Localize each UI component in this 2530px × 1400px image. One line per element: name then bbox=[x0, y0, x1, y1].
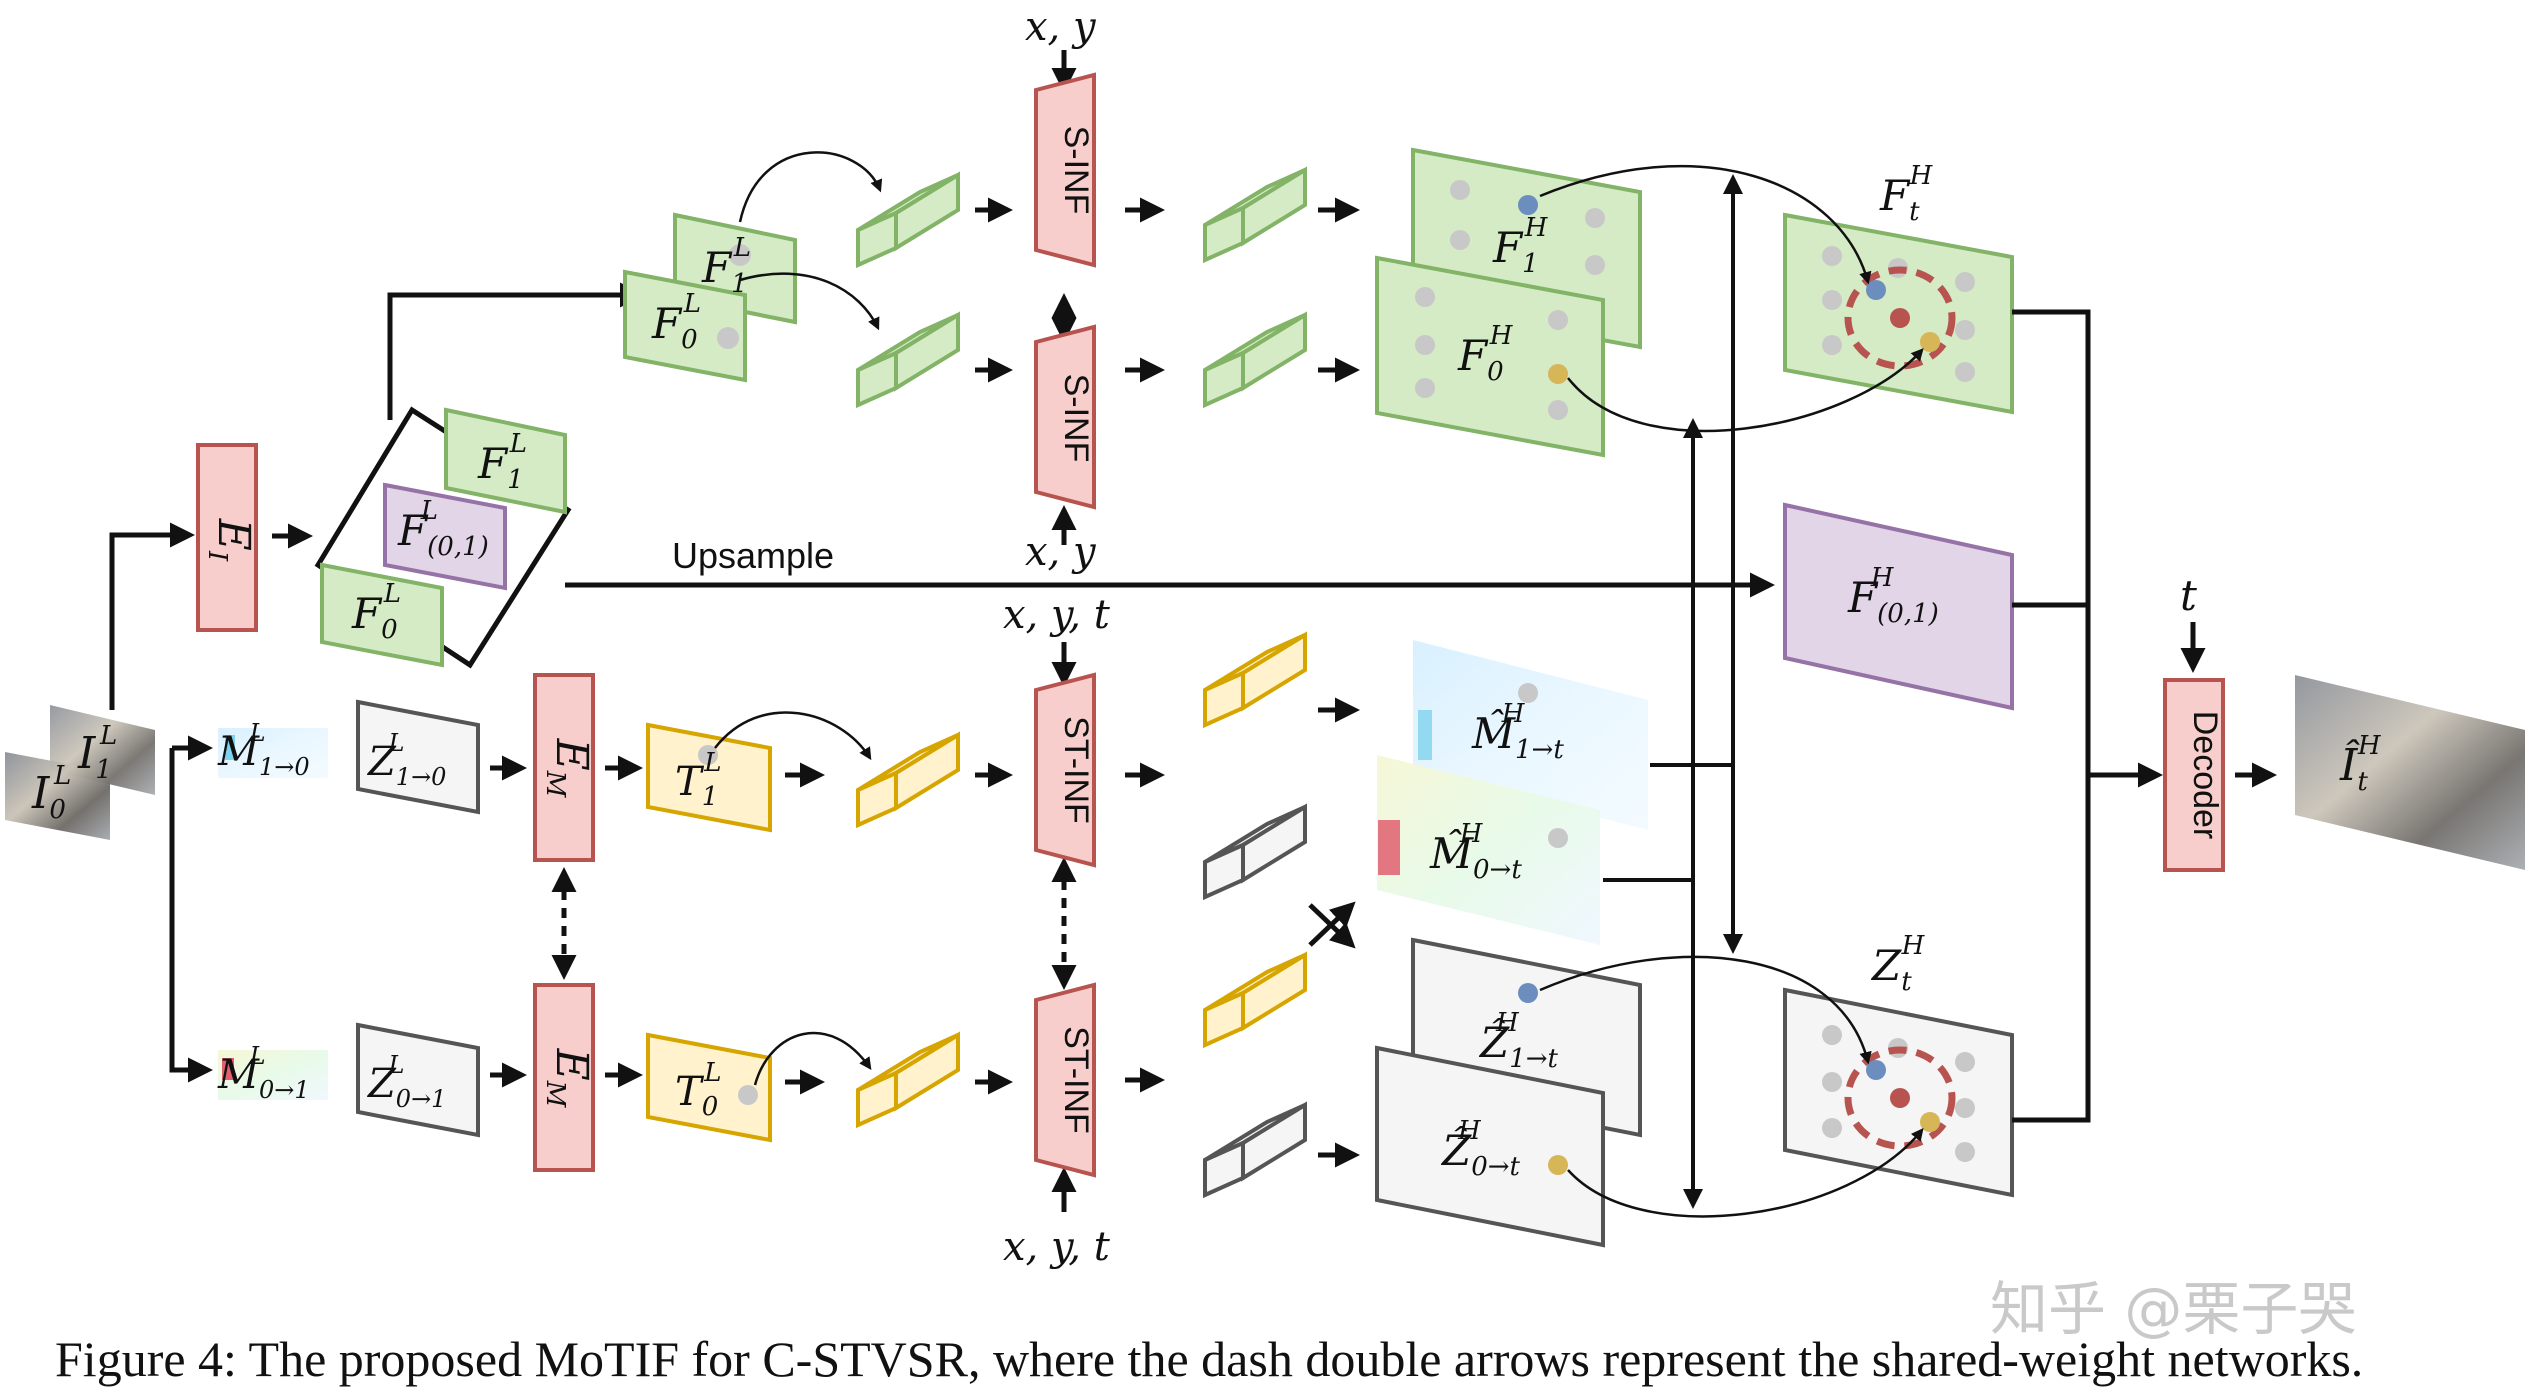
svg-text:ST-INF: ST-INF bbox=[1057, 716, 1095, 824]
label-f01l: F(0,1)L bbox=[397, 496, 489, 562]
svg-text:EM: EM bbox=[540, 1048, 597, 1109]
label-it: ÎtH bbox=[2339, 731, 2382, 797]
stacked-low-res-features bbox=[623, 212, 797, 383]
label-mh1t: M̂1→tH bbox=[1471, 699, 1564, 765]
fusion-curves-top bbox=[1539, 165, 1924, 433]
motion-encoder-em-1: EM bbox=[533, 673, 597, 862]
query-xyt-bottom: x, y, t bbox=[1003, 1224, 1111, 1270]
label-z01: Z0→1L bbox=[366, 1051, 446, 1113]
cuboids-green bbox=[856, 166, 1307, 409]
motion-latent-z10 bbox=[356, 699, 480, 815]
low-res-feature-group bbox=[314, 406, 572, 669]
top-stream-arrows bbox=[975, 50, 1360, 545]
fused-latent-zth bbox=[1783, 987, 2014, 1198]
label-mh0t: M̂0→tH bbox=[1429, 819, 1522, 885]
flow-m10-thumb bbox=[218, 728, 328, 778]
flow-bus-lines bbox=[1603, 174, 1743, 1209]
label-i1l: I1L bbox=[77, 721, 117, 785]
image-encoder-ei: EI bbox=[196, 443, 259, 632]
time-input-t: t bbox=[2180, 571, 2197, 620]
flow-m01-thumb bbox=[218, 1050, 328, 1100]
label-fth: FtH bbox=[1879, 161, 1934, 227]
cuboids-yellow bbox=[856, 631, 1307, 1129]
label-f1l: F1L bbox=[477, 429, 527, 495]
high-res-flow-m0t bbox=[1377, 755, 1600, 945]
label-f0l: F0L bbox=[351, 579, 401, 645]
watermark: 知乎 @栗子哭 bbox=[1990, 1275, 2357, 1343]
label-f1h: F1H bbox=[1492, 213, 1549, 279]
svg-text:Decoder: Decoder bbox=[2186, 711, 2224, 840]
fusion-curves-bottom bbox=[1539, 955, 1924, 1218]
label-m01: M0→1L bbox=[217, 1042, 310, 1104]
label-zth: ZtH bbox=[1870, 931, 1926, 997]
input-frame-i0 bbox=[5, 752, 110, 840]
label-zh1t: Ẑ1→tH bbox=[1478, 1008, 1559, 1074]
high-res-latent-z bbox=[1375, 937, 1642, 1248]
label-f01h: F(0,1)H bbox=[1847, 563, 1939, 629]
decoder-merge-lines bbox=[2012, 309, 2277, 1123]
svg-text:S-INF: S-INF bbox=[1057, 126, 1095, 215]
sampling-curves-bottom bbox=[714, 711, 872, 1086]
cuboids-gray bbox=[1203, 803, 1307, 1199]
upsampled-feature-f01h bbox=[1783, 502, 2014, 711]
svg-text:EM: EM bbox=[540, 738, 597, 799]
label-i0l: I0L bbox=[31, 761, 71, 825]
feature-f1l-box bbox=[444, 407, 567, 515]
fused-feature-fth bbox=[1783, 212, 2014, 415]
query-xy-mid: x, y bbox=[1025, 529, 1097, 575]
figure-caption: Figure 4: The proposed MoTIF for C-STVSR… bbox=[55, 1331, 2364, 1387]
label-f0l-top: F0L bbox=[651, 289, 701, 355]
connector-to-spatial-branch bbox=[387, 282, 645, 420]
st-inf-block-1: ST-INF bbox=[1034, 672, 1096, 868]
st-inf-block-2: ST-INF bbox=[1034, 982, 1096, 1178]
label-t1l: T1L bbox=[675, 748, 722, 812]
output-frame-it bbox=[2295, 675, 2525, 870]
bottom-stream-arrows bbox=[490, 642, 1360, 1212]
s-inf-block-2: S-INF bbox=[1034, 324, 1096, 510]
query-xy-top: x, y bbox=[1025, 4, 1097, 50]
label-f1l-top: F1L bbox=[701, 233, 751, 299]
temporal-feature-t0l bbox=[646, 1032, 772, 1143]
temporal-feature-t1l bbox=[646, 722, 772, 833]
label-t0l: T0L bbox=[675, 1058, 722, 1122]
decoder-block: Decoder bbox=[2163, 678, 2225, 872]
feature-f0l-box bbox=[320, 562, 444, 668]
high-res-features-f bbox=[1375, 147, 1642, 458]
label-zh0t: Ẑ0→tH bbox=[1440, 1116, 1521, 1182]
svg-text:EI: EI bbox=[202, 518, 259, 562]
query-xyt-top: x, y, t bbox=[1003, 592, 1111, 638]
label-f0h: F0H bbox=[1457, 321, 1514, 387]
svg-text:S-INF: S-INF bbox=[1057, 374, 1095, 463]
motion-encoder-em-2: EM bbox=[533, 983, 597, 1172]
motion-latent-z01 bbox=[356, 1022, 480, 1138]
input-connectors bbox=[109, 522, 213, 1083]
label-m10: M1→0L bbox=[217, 719, 310, 781]
svg-text:ST-INF: ST-INF bbox=[1057, 1026, 1095, 1134]
sampling-curves-top bbox=[738, 151, 883, 331]
upsample-label: Upsample bbox=[672, 535, 834, 576]
label-z10: Z1→0L bbox=[366, 729, 446, 791]
feature-f01l-box bbox=[383, 482, 507, 591]
s-inf-block-1: S-INF bbox=[1034, 72, 1096, 268]
